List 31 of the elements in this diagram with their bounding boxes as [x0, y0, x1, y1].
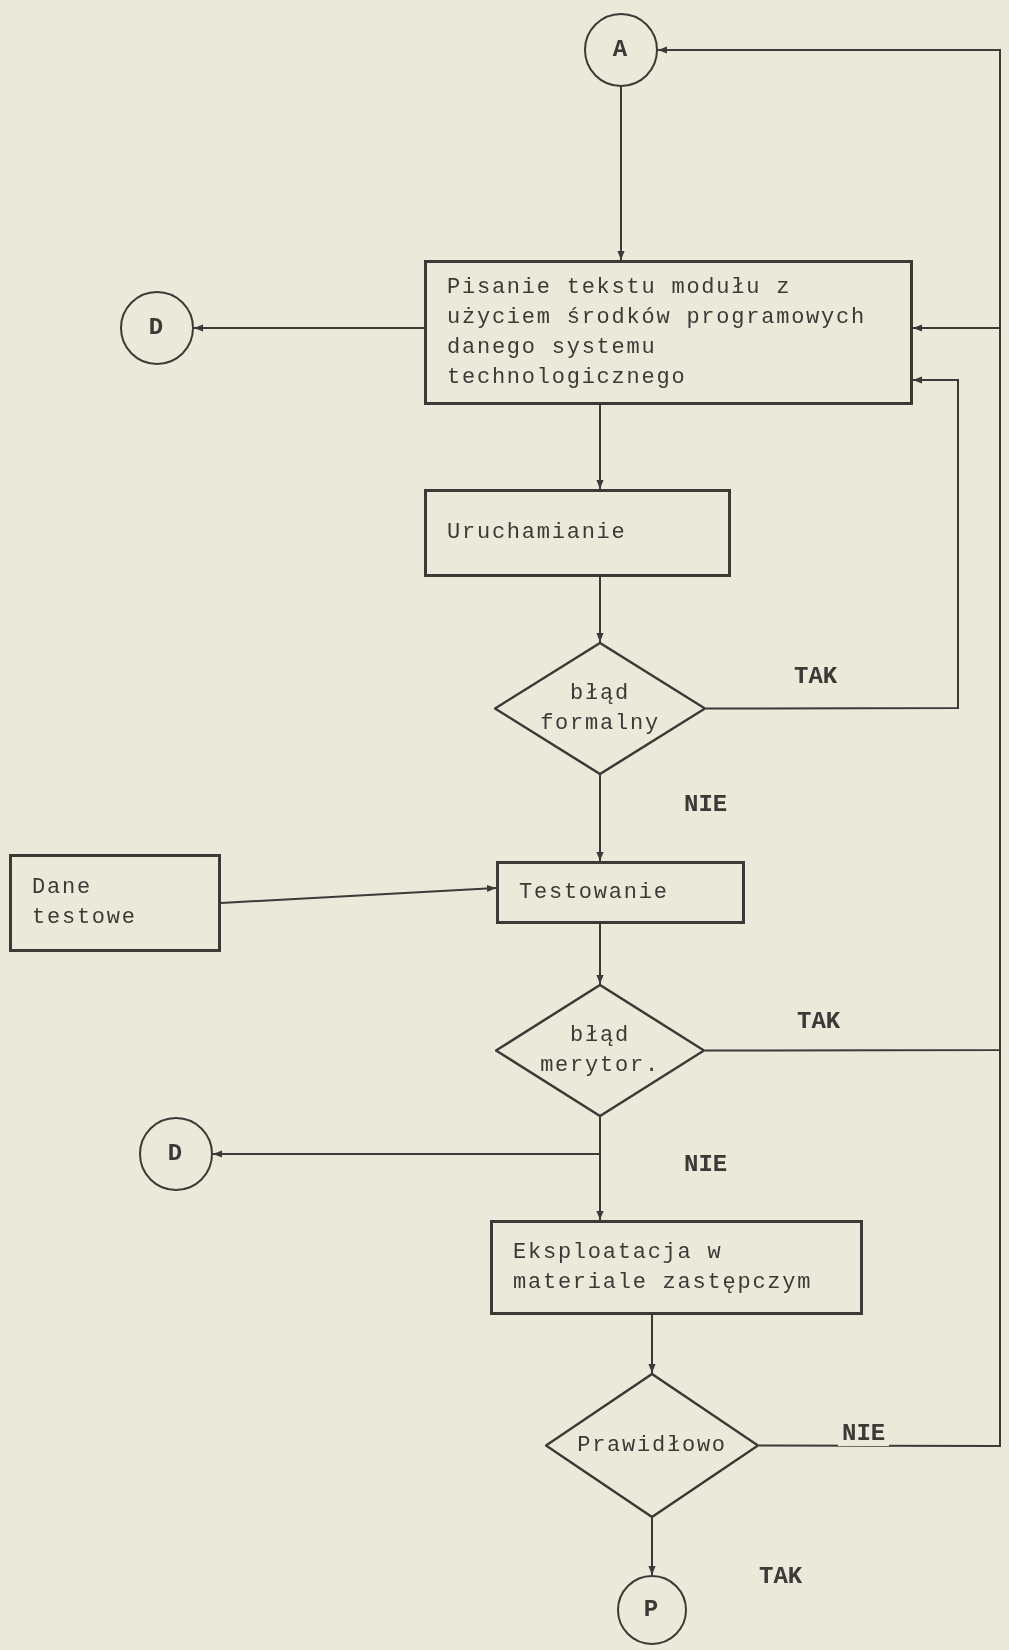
arrow: [596, 1116, 604, 1221]
process-box: [496, 861, 745, 924]
arrow: [657, 46, 1001, 1447]
decision-text: błąd merytor.: [539, 1021, 661, 1080]
process-text: Pisanie tekstu modułu z użyciem środków programowych danego systemu technologicznego: [447, 273, 867, 392]
arrow: [193, 324, 425, 332]
process-text: Dane testowe: [32, 874, 138, 932]
connector-letter: A: [612, 35, 630, 65]
connector-letter: P: [643, 1595, 661, 1625]
arrow: [648, 1314, 656, 1374]
edge-label: NIE: [838, 1422, 890, 1446]
process-box: [9, 854, 221, 952]
arrow: [220, 884, 497, 904]
process-text: Uruchamianie: [447, 519, 628, 547]
process-box: [424, 260, 913, 405]
decision-text: Prawidłowo: [577, 1431, 727, 1460]
arrow: [596, 774, 604, 862]
connector-letter: D: [167, 1139, 185, 1169]
decision-text: błąd formalny: [539, 679, 661, 738]
arrow: [596, 404, 604, 490]
process-box: [424, 489, 731, 577]
arrow: [617, 86, 625, 261]
connector-letter: D: [148, 313, 166, 343]
arrow: [704, 324, 1001, 1052]
arrow: [596, 923, 604, 985]
process-text: Eksploatacja w materiale zastępczym: [513, 1238, 814, 1297]
arrow: [596, 576, 604, 643]
process-text: Testowanie: [519, 878, 670, 907]
process-box: [490, 1220, 863, 1315]
arrow: [705, 376, 959, 710]
arrow: [648, 1517, 656, 1576]
